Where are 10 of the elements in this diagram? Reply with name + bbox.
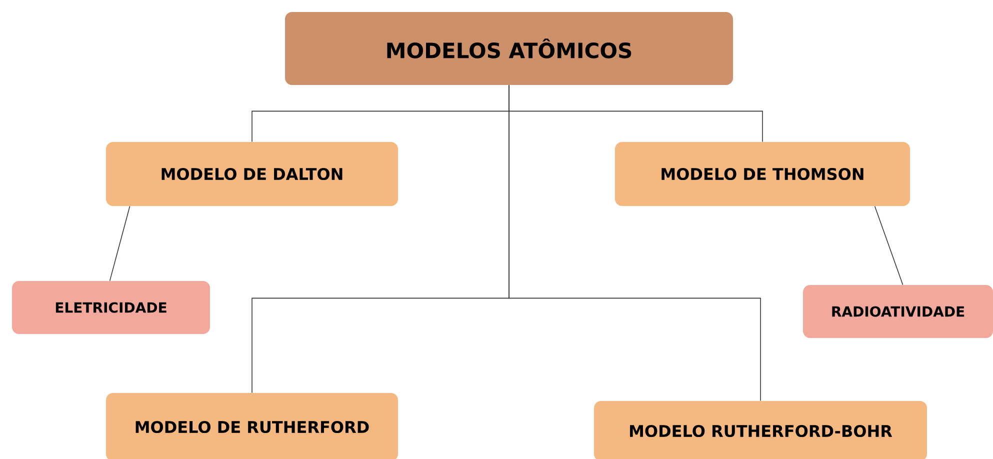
property-box: ELETRICIDADE [12,281,210,334]
model-box: MODELO RUTHERFORD-BOHR [594,401,927,459]
connector-line [874,206,904,286]
model-box: MODELO DE RUTHERFORD [106,393,398,459]
connector-line [508,84,761,402]
model-box: MODELO DE THOMSON [615,142,910,206]
connector-line [109,206,130,282]
property-box: RADIOATIVIDADE [803,285,993,338]
title-box: MODELOS ATÔMICOS [285,12,733,85]
model-box: MODELO DE DALTON [106,142,398,206]
